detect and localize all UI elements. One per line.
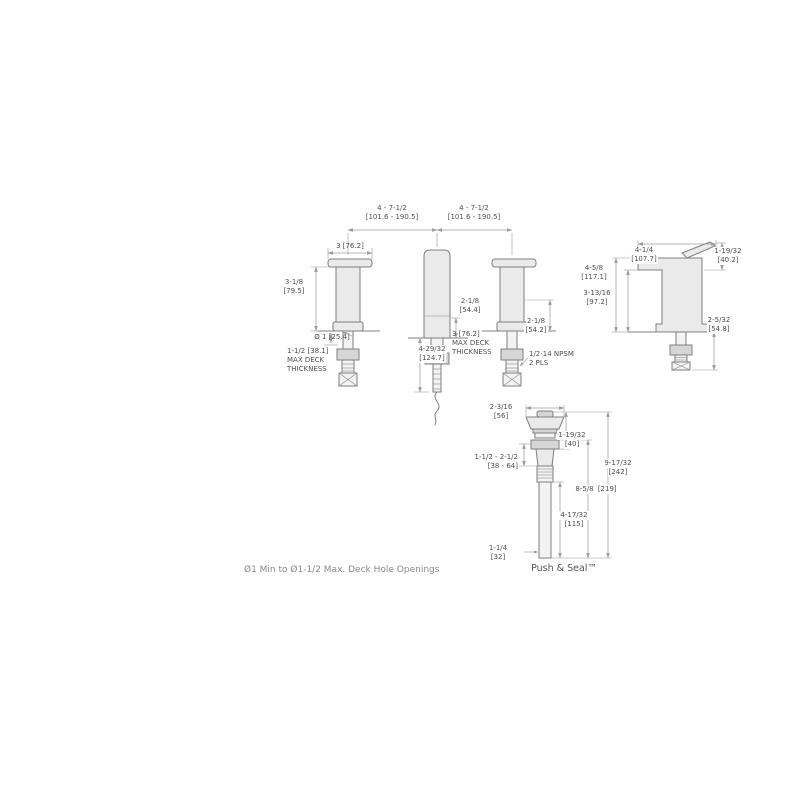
dim-center-spread-left: 4 - 7-1/2 [101.6 - 190.5] [365, 204, 419, 221]
note-thread-spec: 1/2-14 NPSM 2 PLS [529, 350, 574, 367]
dim-handle-height: 3-1/8 [79.5] [283, 278, 305, 295]
dim-spout-outlet-height: 2-1/8 [54.4] [459, 297, 481, 314]
dim-center-spread-right: 4 - 7-1/2 [101.6 - 190.5] [447, 204, 501, 221]
dim-drain-flange-diameter: 2-3/16 [56] [489, 403, 513, 420]
dim-base-diameter: Ø 1 [25.4] [314, 333, 350, 341]
side-view-drawing [612, 240, 726, 371]
drain-product-label: Push & Seal™ [531, 563, 597, 574]
dim-handle-width: 3 [76.2] [336, 242, 364, 250]
drain-assembly-drawing [519, 405, 612, 559]
note-spout-deck-thickness: 3 [76.2] MAX DECK THICKNESS [452, 330, 492, 356]
dim-handle-rise: 1-19/32 [40.2] [713, 247, 743, 265]
dim-drain-deck-range: 1-1/2 - 2-1/2 [38 - 64] [474, 453, 518, 470]
dim-below-deck: 2-5/32 [54.8] [706, 316, 732, 334]
dim-drain-top-height: 1-19/32 [40] [557, 431, 587, 449]
dim-outlet-height: 3-13/16 [97.2] [583, 289, 611, 306]
deck-hole-footnote: Ø1 Min to Ø1-1/2 Max. Deck Hole Openings [244, 565, 440, 575]
dim-drain-tailpiece-length: 4-17/32 [115] [559, 511, 589, 529]
dim-shank-length: 4-29/32 [124.7] [417, 345, 447, 363]
dim-spout-reach: 4-1/4 [107.7] [630, 246, 658, 264]
dim-drain-body-length: 8-5/8 [219] [574, 485, 618, 494]
dim-drain-overall-length: 9-17/32 [242] [603, 459, 633, 477]
dim-drain-tailpiece-diameter: 1-1/4 [32] [488, 544, 508, 561]
dim-overall-height: 4-5/8 [117.1] [581, 264, 607, 281]
dim-handle-base-height: 2-1/8 [54.2] [524, 317, 548, 335]
note-handle-deck-thickness: 1-1/2 [38.1] MAX DECK THICKNESS [287, 347, 329, 373]
